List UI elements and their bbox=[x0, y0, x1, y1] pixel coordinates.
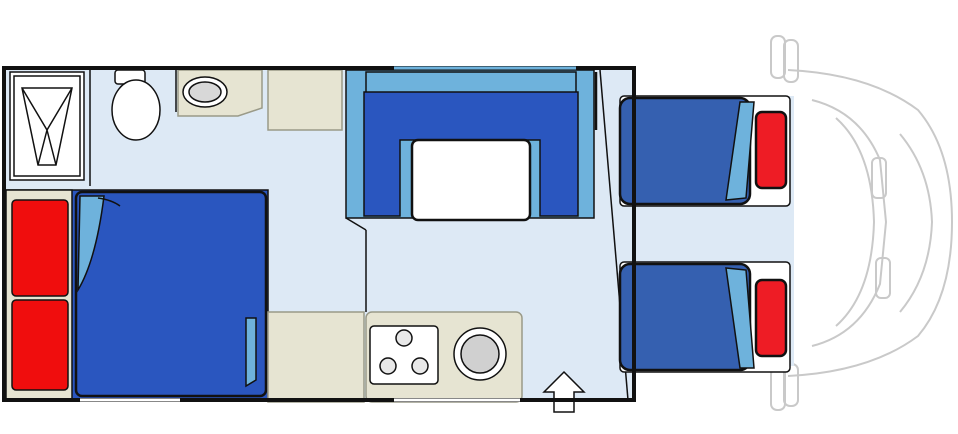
wardrobe-cupboard bbox=[267, 69, 343, 131]
sink-inner bbox=[460, 334, 500, 374]
washbasin-sink-inner bbox=[188, 81, 222, 103]
dinette bbox=[345, 69, 598, 222]
kitchen-sink-icon bbox=[453, 327, 507, 381]
partition-line-1 bbox=[345, 217, 367, 231]
cab-seat-lower bbox=[618, 261, 791, 373]
toilet-icon bbox=[111, 69, 161, 141]
kitchen-counter-left bbox=[267, 311, 365, 403]
mirror-left-upper bbox=[783, 39, 799, 83]
burner-1 bbox=[395, 329, 413, 347]
mirror-right-lower bbox=[770, 367, 786, 411]
hood-line-top bbox=[899, 133, 933, 223]
dinette-cushion bbox=[363, 91, 579, 217]
mirror-left-lower bbox=[770, 35, 786, 79]
shower-drain-lines bbox=[21, 87, 73, 166]
hood-line-bottom bbox=[899, 221, 933, 313]
bed-side-fold bbox=[245, 317, 257, 388]
bed-duvet-curl bbox=[97, 197, 121, 207]
stove-icon bbox=[369, 325, 439, 385]
pillow-lower bbox=[11, 299, 69, 391]
air-vent-2 bbox=[875, 257, 891, 299]
burner-2 bbox=[379, 357, 397, 375]
vehicle-cab-outline bbox=[770, 35, 954, 411]
cab-seats bbox=[618, 95, 791, 373]
bed-duvet-fold bbox=[77, 195, 105, 293]
headrest-lower bbox=[754, 278, 788, 358]
outer-wall bbox=[2, 66, 636, 402]
table-icon bbox=[410, 138, 532, 222]
burner-3 bbox=[411, 357, 429, 375]
air-vent-1 bbox=[871, 157, 887, 199]
dashboard bbox=[811, 99, 888, 347]
shower-area bbox=[9, 71, 85, 181]
seat-fold-lower bbox=[725, 267, 755, 369]
bed-mattress bbox=[74, 190, 268, 398]
toilet-bowl bbox=[111, 79, 161, 141]
washbasin-icon bbox=[177, 69, 263, 117]
rear-double-bed bbox=[5, 189, 269, 401]
shower-inner-tray bbox=[13, 75, 81, 177]
seat-fold-upper bbox=[725, 101, 755, 201]
cab-seat-upper bbox=[618, 95, 791, 207]
pillow-upper bbox=[11, 199, 69, 297]
cab-body bbox=[787, 69, 954, 377]
headrest-upper bbox=[754, 110, 788, 190]
windscreen-curve bbox=[835, 117, 876, 327]
kitchen bbox=[267, 311, 523, 403]
